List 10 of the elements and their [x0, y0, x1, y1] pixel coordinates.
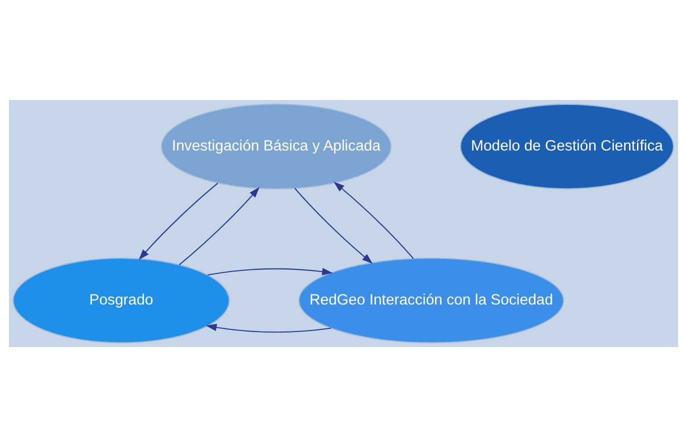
node-ellipse: Posgrado: [12, 257, 230, 343]
arrow: [205, 323, 331, 332]
node-ellipse: Investigación Básica y Aplicada: [160, 103, 391, 189]
arrow: [333, 181, 414, 258]
arrow: [206, 267, 332, 276]
node-ellipse: Modelo de Gestión Científica: [459, 103, 674, 189]
arrow: [294, 187, 372, 264]
arrow: [138, 182, 218, 260]
arrow: [178, 186, 260, 265]
node-ellipse: RedGeo Interacción con la Sociedad: [298, 257, 564, 343]
